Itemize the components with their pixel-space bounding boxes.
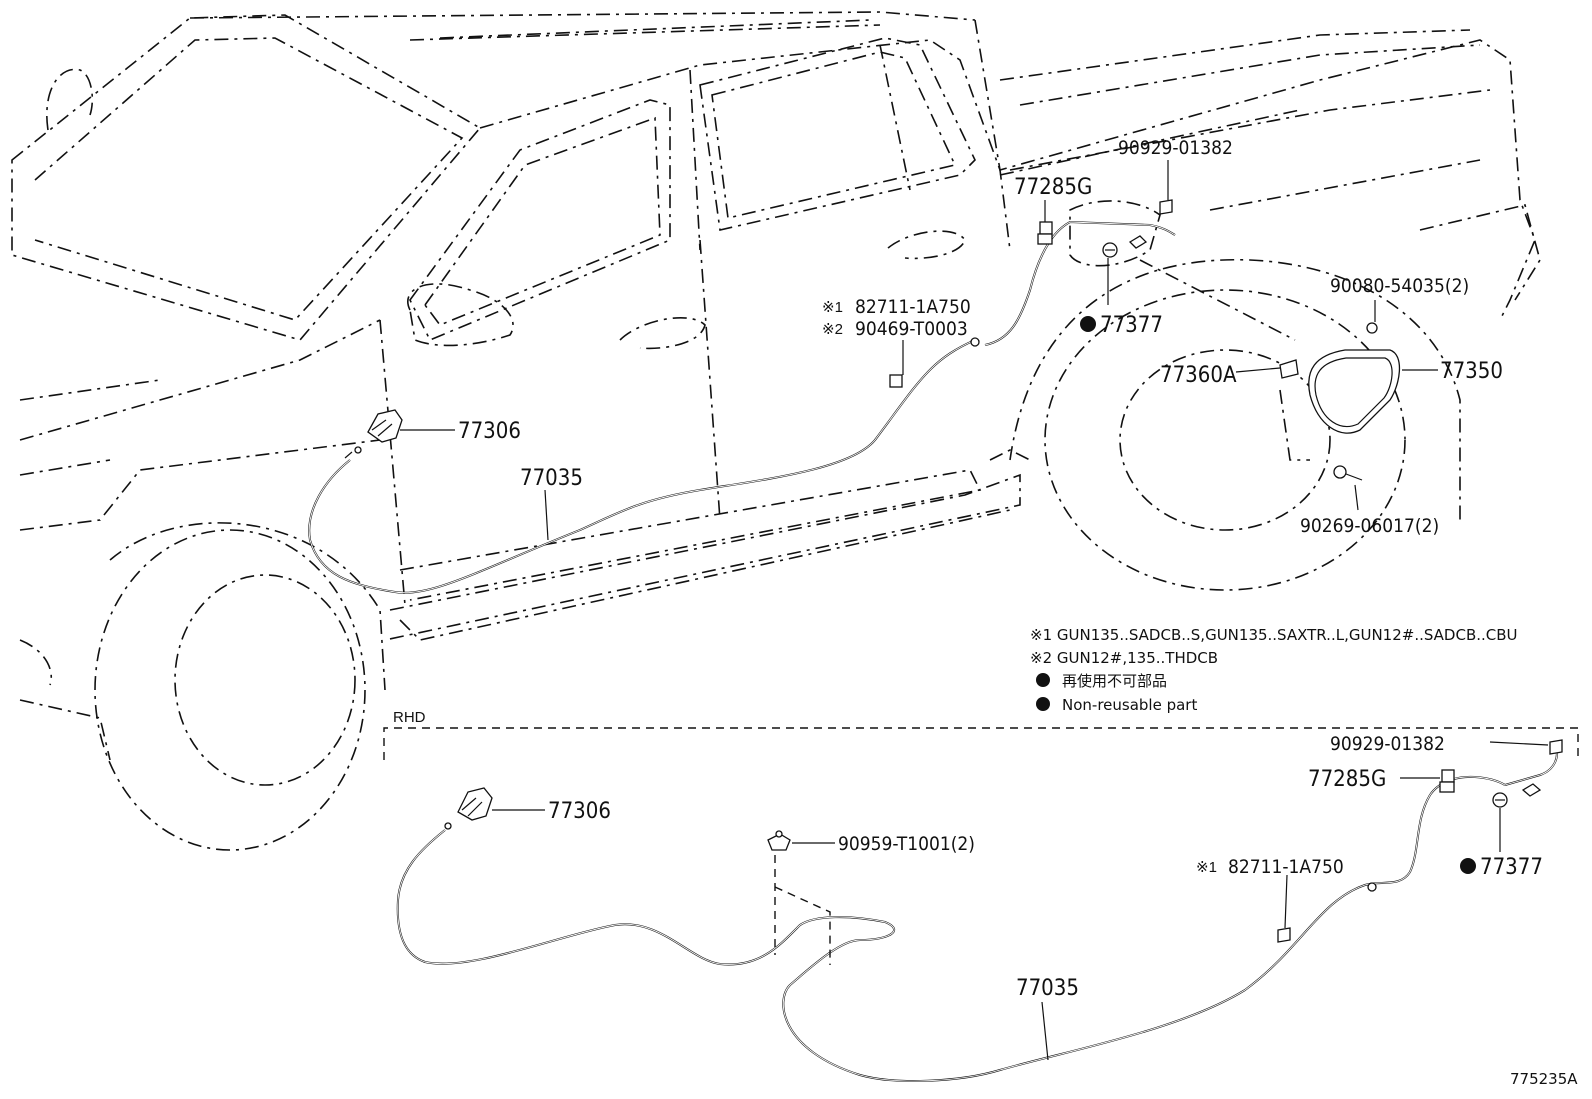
clip-90929-top: [1159, 199, 1173, 215]
cable-77035-bottom: [396, 747, 1558, 1083]
bullet-icon: [1036, 673, 1050, 687]
non-reusable-dot-bottom: [1460, 858, 1476, 874]
label-90929-bottom: 90929-01382: [1330, 733, 1445, 755]
cable-77035-top: [308, 220, 1176, 594]
rhd-section-frame: RHD: [383, 709, 1579, 760]
label-77377-top: 77377: [1100, 313, 1163, 338]
mark-1-top: ※1: [822, 299, 843, 316]
label-77035-bottom: 77035: [1016, 976, 1079, 1001]
non-reusable-dot-top: [1080, 316, 1096, 332]
grommet-bottom: [1367, 882, 1377, 892]
label-77306-top: 77306: [458, 419, 521, 444]
label-77360a: 77360A: [1160, 363, 1237, 388]
fuel-lid-77350: [1308, 349, 1401, 434]
label-77285g-top: 77285G: [1014, 175, 1092, 200]
diagram-id: 775235A: [1510, 1070, 1578, 1088]
label-90959: 90959-T1001(2): [838, 833, 975, 855]
part-77306-top: [344, 409, 403, 459]
part-77377-top: [1102, 235, 1148, 258]
label-90469: 90469-T0003: [855, 318, 968, 340]
screw-90269: [1333, 465, 1363, 481]
top-parts: [344, 199, 1401, 481]
notes-block: ※1 GUN135..SADCB..S,GUN135..SAXTR..L,GUN…: [1030, 626, 1518, 714]
bottom-parts: [444, 739, 1563, 965]
label-82711-top: 82711-1A750: [855, 296, 971, 318]
nut-90080: [1366, 322, 1378, 334]
label-77377-bottom: 77377: [1480, 855, 1543, 880]
leader-lines-top: [400, 160, 1438, 541]
note-3-jp: 再使用不可部品: [1062, 672, 1167, 690]
label-90929-top: 90929-01382: [1118, 137, 1233, 159]
bullet-icon: [1036, 697, 1050, 711]
vehicle-outline: [11, 11, 1541, 851]
part-77285g-bottom: [1439, 769, 1455, 793]
part-77285g-top: [1037, 221, 1053, 245]
label-77035-top: 77035: [520, 466, 583, 491]
section-label-rhd: RHD: [393, 709, 426, 726]
part-77306-bottom: [444, 787, 493, 830]
clip-90959: [767, 830, 791, 851]
clip-90469: [889, 374, 903, 388]
note-1: ※1 GUN135..SADCB..S,GUN135..SAXTR..L,GUN…: [1030, 626, 1518, 644]
labels-bottom: 77306 90959-T1001(2) 90929-01382 77285G …: [548, 733, 1543, 1001]
label-77350: 77350: [1440, 359, 1503, 384]
clip-82711-bottom: [1277, 927, 1291, 943]
hinge-77360a: [1279, 359, 1299, 379]
mark-1-bottom: ※1: [1196, 859, 1217, 876]
mark-2-top: ※2: [822, 321, 843, 338]
leader-lines-bottom: [492, 741, 1549, 1061]
grommet-82711-top: [970, 337, 980, 347]
note-2: ※2 GUN12#,135..THDCB: [1030, 649, 1218, 667]
label-82711-bottom: 82711-1A750: [1228, 856, 1344, 878]
labels-top: 77306 77035 77285G 90929-01382 77377 900…: [458, 137, 1503, 537]
label-77285g-bottom: 77285G: [1308, 767, 1386, 792]
label-90080: 90080-54035(2): [1330, 275, 1469, 297]
note-4-en: Non-reusable part: [1062, 696, 1197, 714]
clip-90929-bottom: [1549, 739, 1563, 755]
part-77377-bottom: [1492, 783, 1542, 808]
label-90269: 90269-06017(2): [1300, 515, 1439, 537]
label-77306-bottom: 77306: [548, 799, 611, 824]
